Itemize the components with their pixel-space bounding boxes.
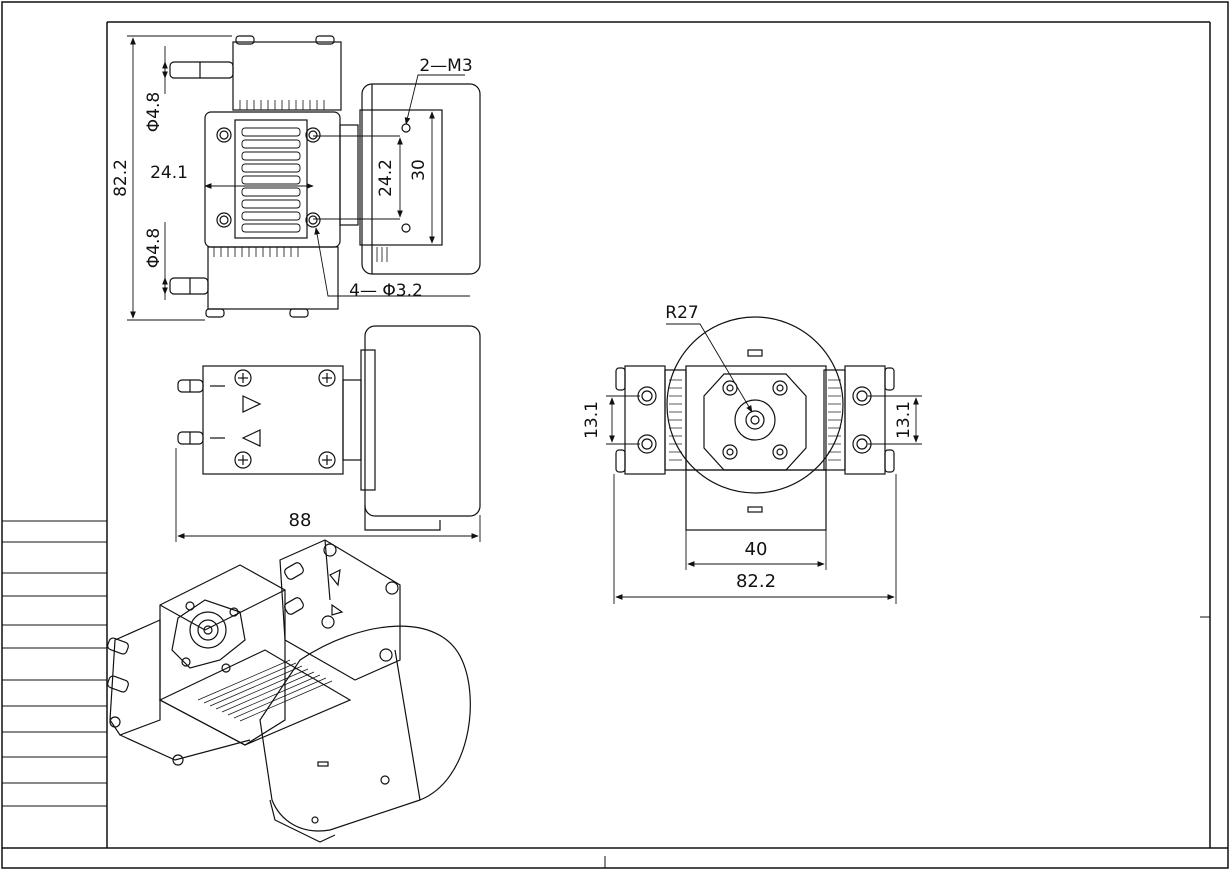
dim-side-inner: 24.2 [376, 159, 396, 197]
dim-port-spacing-right: 13.1 [894, 401, 914, 439]
front-view-dims [127, 35, 470, 321]
top-view-dims [175, 448, 481, 542]
title-block-strips [2, 520, 107, 807]
dim-top-length: 88 [289, 510, 312, 531]
front-view [169, 35, 481, 318]
dim-hole-callout: 4— Φ3.2 [349, 281, 423, 301]
dim-side-outer: 30 [409, 159, 429, 181]
dim-front-height: 82.2 [111, 159, 131, 197]
top-view [177, 325, 481, 531]
dim-port-spacing-left: 13.1 [582, 401, 602, 439]
dim-overall-width: 82.2 [736, 571, 776, 592]
isometric-view [107, 539, 471, 843]
side-view-dims [606, 323, 922, 604]
dim-thread-callout: 2—M3 [419, 56, 472, 76]
dim-port-dia-bottom: Φ4.8 [144, 228, 164, 268]
dim-bracket-width: 40 [745, 539, 768, 560]
dim-hole-width: 24.1 [150, 163, 188, 183]
dim-port-dia-top: Φ4.8 [144, 92, 164, 132]
dim-radius: R27 [665, 303, 698, 323]
side-view [615, 316, 895, 531]
